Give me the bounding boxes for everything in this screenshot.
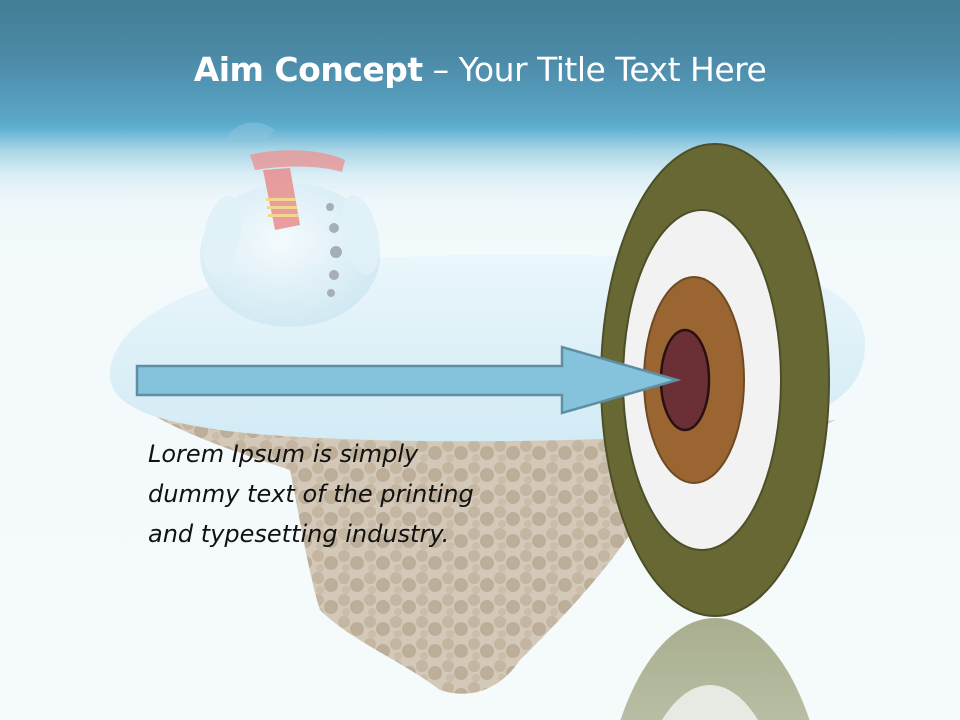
body-line-1: Lorem Ipsum is simply — [148, 440, 419, 468]
body-line-3: and typesetting industry. — [148, 520, 450, 548]
slide-title: Aim Concept – Your Title Text Here — [0, 50, 960, 89]
target-bullseye — [600, 143, 830, 617]
body-line-2: dummy text of the printing — [148, 480, 474, 508]
body-text-box: Lorem Ipsum is simply dummy text of the … — [148, 434, 568, 554]
slide-title-rest: – Your Title Text Here — [422, 50, 767, 89]
target-reflection — [620, 618, 810, 720]
snowman-illustration — [200, 122, 380, 327]
slide-title-bold: Aim Concept — [193, 50, 423, 89]
arrow-right-icon — [135, 345, 682, 415]
